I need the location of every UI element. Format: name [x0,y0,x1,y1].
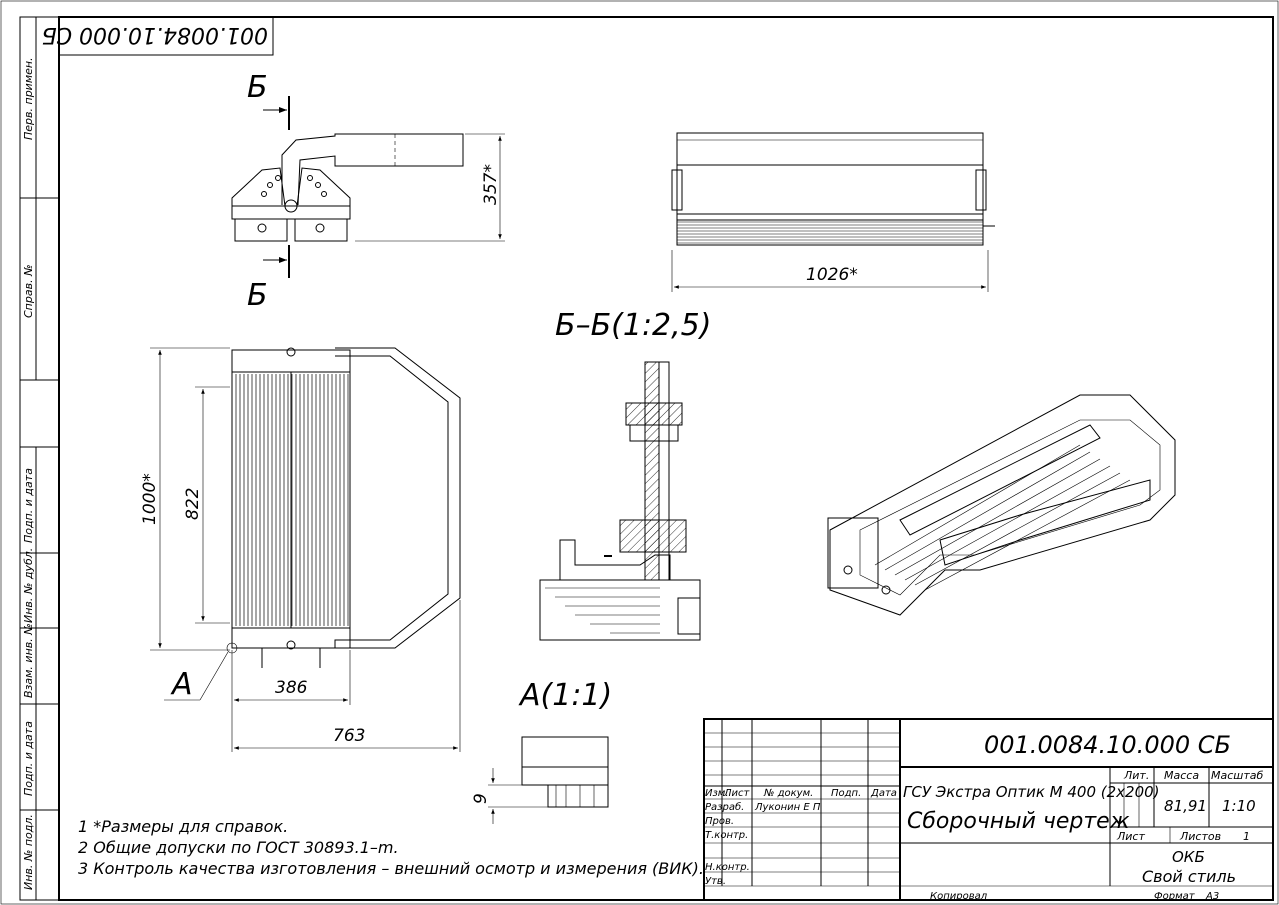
col-doc: № докум. [763,788,813,799]
side-label-sprav: Справ. № [22,264,35,318]
org-line-1: ОКБ [1172,848,1205,866]
section-view: Б–Б(1:2,5) [539,308,711,641]
lit-label: Лит. [1123,769,1149,782]
col-date: Дата [870,788,897,799]
sheets-label: Листов [1179,830,1221,843]
format-value: А3 [1205,891,1219,902]
rotated-designation-text: 001.0084.10.000 СБ [42,22,268,47]
row-tkontr: Т.контр. [705,830,748,841]
detail-callout-label: А [170,667,193,702]
title-block: 001.0084.10.000 СБ ГСУ Экстра Оптик М 40… [703,718,1274,902]
detail-title: А(1:1) [518,678,612,713]
col-sign: Подп. [831,788,861,799]
mass-value: 81,91 [1164,797,1207,815]
designation: 001.0084.10.000 СБ [984,731,1231,759]
front-heatsink-fins [677,221,983,244]
note-3: 3 Контроль качества изготовления – внешн… [78,859,704,878]
note-1: 1 *Размеры для справок. [78,817,288,836]
front-view: 1026* [671,132,995,292]
section-mark-top: Б [247,70,268,105]
row-prov: Пров. [705,816,734,827]
side-strip-labels: Перв. примен. Справ. № Подп. и дата Инв.… [22,57,35,890]
plan-heatsink-fins [235,374,349,626]
side-label-vzam: Взам. инв. № [22,623,35,698]
dim-386-label: 386 [275,678,308,698]
col-izm: Изм. [705,788,729,799]
side-view: Б Б 357* [231,70,505,313]
col-list: Лист [723,788,751,799]
side-label-inv-dubl: Инв. № дубл. [22,548,35,623]
dim-height-label: 357* [481,164,501,205]
section-mark-bottom: Б [247,278,268,313]
isometric-view [827,394,1176,616]
mass-label: Масса [1164,769,1199,782]
scale-value: 1:10 [1222,797,1256,815]
dim-length-label: 1026* [806,265,858,285]
section-title: Б–Б(1:2,5) [555,308,711,343]
side-label-podp-1: Подп. и дата [22,468,35,543]
dim-9-label: 9 [471,793,491,804]
side-label-perv: Перв. примен. [22,57,35,140]
detail-view: А(1:1) 9 [471,678,612,824]
razrab-name: Луконин Е П [754,802,821,813]
org-line-2: Свой стиль [1142,867,1236,886]
document-type: Сборочный чертеж [907,809,1130,834]
note-2: 2 Общие допуски по ГОСТ 30893.1–m. [78,838,399,857]
dim-1000-label: 1000* [140,473,160,525]
row-razrab: Разраб. [705,801,744,813]
sheets-value: 1 [1243,830,1250,843]
sheet-label: Лист [1116,830,1145,843]
technical-notes: 1 *Размеры для справок. 2 Общие допуски … [78,817,704,878]
dim-822-label: 822 [183,488,203,520]
plan-view: 1000* 822 386 763 А [140,347,461,752]
section-heatsink-fins [545,587,660,634]
format-label: Формат [1154,891,1196,902]
product-name: ГСУ Экстра Оптик М 400 (2х200) [903,783,1160,801]
row-nkontr: Н.контр. [705,862,750,873]
side-label-inv-podl: Инв. № подл. [22,814,35,890]
row-utv: Утв. [705,876,726,887]
copied-label: Копировал [930,891,988,902]
scale-label: Масштаб [1211,769,1263,782]
rotated-designation-stamp: 001.0084.10.000 СБ [42,16,274,56]
side-label-podp-2: Подп. и дата [22,721,35,796]
dim-763-label: 763 [333,726,365,746]
iso-heatsink-fins [874,444,1131,591]
